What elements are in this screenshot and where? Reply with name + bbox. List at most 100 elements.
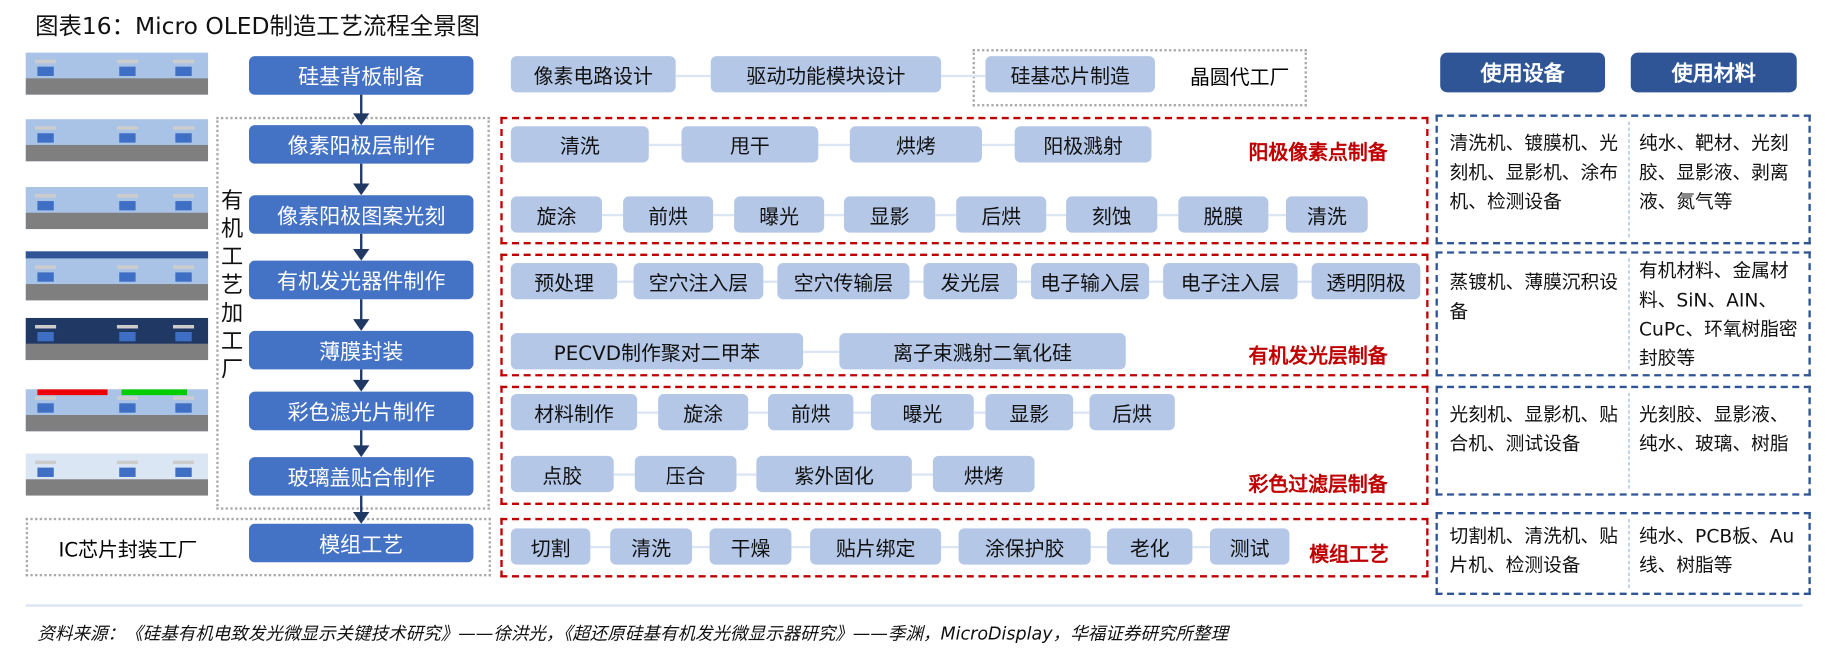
process-substep: 涂保护胶 xyxy=(958,528,1091,565)
section-box xyxy=(500,517,1429,578)
flow-arrow xyxy=(853,411,871,414)
process-substep: 测试 xyxy=(1209,528,1290,565)
flow-arrow xyxy=(1268,213,1286,217)
process-substep: 电子注入层 xyxy=(1163,263,1298,300)
process-substep: 贴片绑定 xyxy=(810,528,942,565)
flow-arrow xyxy=(675,74,711,78)
flow-arrow xyxy=(692,545,710,549)
flow-arrow xyxy=(617,280,634,283)
layer-thumbnail xyxy=(25,251,209,301)
process-step: 薄膜封装 xyxy=(248,330,474,370)
process-substep: 清洗 xyxy=(610,528,693,565)
equipment-cell: 清洗机、镀膜机、光刻机、显影机、涂布机、检测设备 xyxy=(1449,132,1618,213)
layer-thumbnail xyxy=(25,52,209,95)
pixel-structure xyxy=(116,324,138,345)
flow-arrow xyxy=(736,473,757,476)
flow-arrow xyxy=(590,545,611,549)
flow-arrow xyxy=(353,94,370,126)
pixel-structure xyxy=(173,126,195,146)
pixel-structure xyxy=(116,59,138,80)
section-box xyxy=(500,253,1429,377)
column-divider xyxy=(1628,519,1630,589)
resource-box: 切割机、清洗机、贴片机、检测设备纯水、PCB板、Au线、树脂等 xyxy=(1435,512,1811,596)
flow-arrow xyxy=(824,213,845,217)
flow-arrow xyxy=(1046,213,1067,217)
substrate-layer xyxy=(25,284,209,301)
flow-arrow xyxy=(1157,213,1179,217)
process-substep: 旋涂 xyxy=(658,393,749,431)
process-substep: 清洗 xyxy=(510,126,649,163)
process-substep: 空穴注入层 xyxy=(633,263,764,300)
substrate-layer xyxy=(25,479,209,496)
materials-header: 使用材料 xyxy=(1630,52,1797,93)
ic-factory-label: IC芯片封装工厂 xyxy=(58,538,198,563)
process-step: 有机发光器件制作 xyxy=(248,260,474,300)
process-substep: 点胶 xyxy=(510,455,614,493)
flow-arrow xyxy=(941,74,986,78)
process-substep: 老化 xyxy=(1107,528,1193,565)
equipment-cell: 光刻机、显影机、贴合机、测试设备 xyxy=(1449,403,1618,455)
process-substep: 紫外固化 xyxy=(756,455,912,493)
flow-arrow xyxy=(935,213,957,217)
materials-cell: 纯水、靶材、光刻胶、显影液、剥离液、氮气等 xyxy=(1638,132,1789,213)
process-substep: 预处理 xyxy=(510,263,618,300)
flow-arrow xyxy=(909,280,924,283)
section-label: 模组工艺 xyxy=(1309,543,1389,567)
divider xyxy=(25,604,1803,607)
process-substep: 曝光 xyxy=(734,196,825,233)
process-substep: 显影 xyxy=(985,393,1074,431)
section-label: 有机发光层制备 xyxy=(1248,344,1388,369)
pixel-structure xyxy=(116,396,138,416)
flow-arrow xyxy=(941,545,959,549)
flow-arrow xyxy=(1073,411,1090,414)
flow-arrow xyxy=(1149,280,1164,283)
pixel-structure xyxy=(35,59,57,80)
pixel-structure xyxy=(173,324,195,345)
equipment-header: 使用设备 xyxy=(1440,52,1606,93)
process-step: 像素阳极层制作 xyxy=(248,125,474,164)
flow-arrow xyxy=(791,545,811,549)
flow-arrow xyxy=(763,280,778,283)
ic-factory-box xyxy=(25,517,491,577)
pixel-structure xyxy=(35,126,57,146)
pixel-structure xyxy=(35,324,57,345)
red-filter xyxy=(37,389,108,396)
process-step: 像素阳极图案光刻 xyxy=(248,195,474,234)
section-box xyxy=(500,116,1429,245)
process-substep: PECVD制作聚对二甲苯 xyxy=(510,333,804,370)
organic-factory-label: 有机工艺加工厂 xyxy=(220,188,244,383)
flow-arrow xyxy=(637,411,659,414)
pixel-structure xyxy=(35,194,57,214)
layer-thumbnail xyxy=(25,389,209,432)
pixel-structure xyxy=(116,126,138,146)
flow-arrow xyxy=(353,369,370,392)
flow-arrow xyxy=(648,143,682,147)
pixel-structure xyxy=(35,396,57,416)
process-step: 玻璃盖贴合制作 xyxy=(248,457,474,496)
pixel-structure xyxy=(116,194,138,214)
flow-arrow xyxy=(613,473,635,476)
resource-box: 蒸镀机、薄膜沉积设备有机材料、金属材料、SiN、AIN、CuPc、环氧树脂密封胶… xyxy=(1435,251,1811,377)
process-substep: 透明阴极 xyxy=(1311,263,1421,300)
substrate-layer xyxy=(25,78,209,95)
process-substep: 脱膜 xyxy=(1178,196,1269,233)
materials-cell: 有机材料、金属材料、SiN、AIN、CuPc、环氧树脂密封胶等 xyxy=(1638,259,1798,370)
process-substep: 干燥 xyxy=(709,528,792,565)
process-substep: 切割 xyxy=(510,528,591,565)
process-substep: 材料制作 xyxy=(510,393,638,431)
resource-box: 清洗机、镀膜机、光刻机、显影机、涂布机、检测设备纯水、靶材、光刻胶、显影液、剥离… xyxy=(1435,114,1811,245)
top-step: 驱动功能模块设计 xyxy=(710,56,942,93)
substrate-layer xyxy=(25,343,209,361)
substrate-layer xyxy=(25,212,209,230)
process-substep: 烘烤 xyxy=(932,455,1035,493)
flow-arrow xyxy=(353,163,370,196)
section-label: 彩色过滤层制备 xyxy=(1248,473,1388,497)
process-substep: 后烘 xyxy=(1089,393,1175,431)
flow-arrow xyxy=(803,350,840,354)
column-divider xyxy=(1628,392,1630,489)
flow-arrow xyxy=(1297,280,1312,283)
pixel-structure xyxy=(116,460,138,481)
pixel-structure xyxy=(116,265,138,285)
green-filter xyxy=(121,389,188,396)
flow-arrow xyxy=(353,299,370,331)
